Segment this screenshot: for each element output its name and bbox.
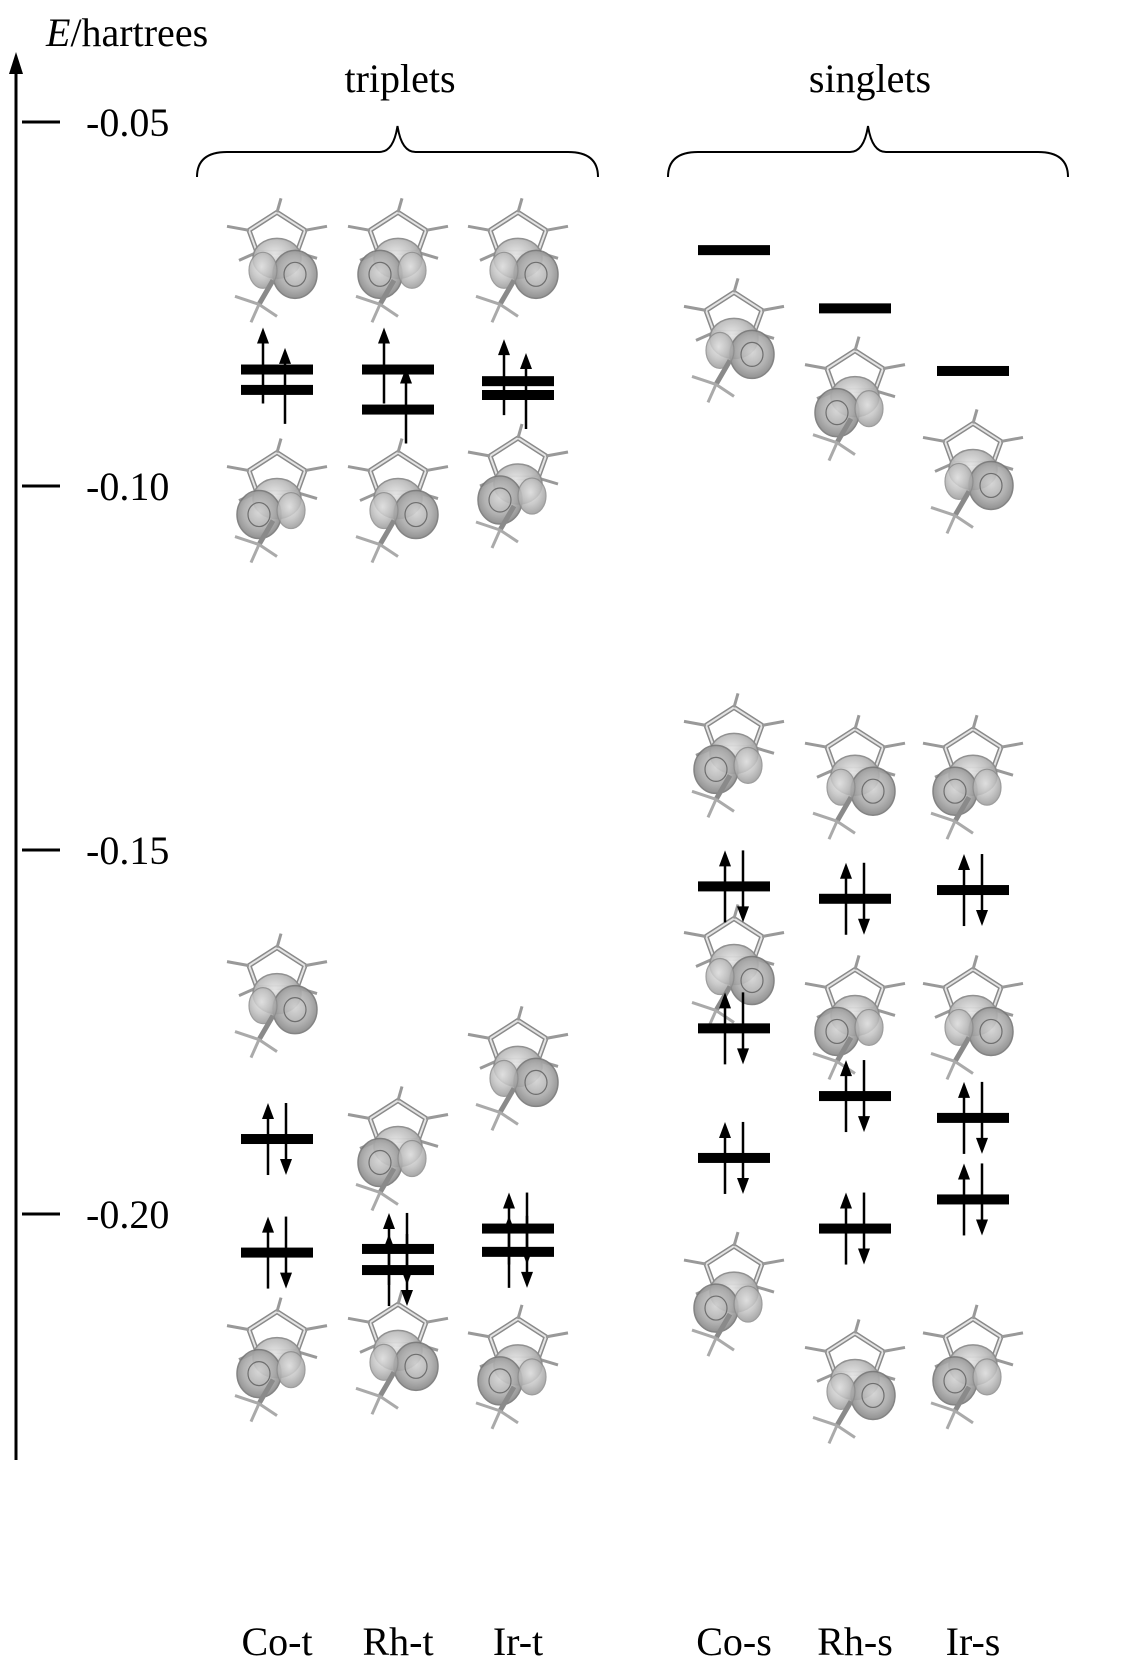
axis-tick-label: -0.05 bbox=[86, 100, 169, 145]
axis-tick-label: -0.10 bbox=[86, 464, 169, 509]
orbital-sketch bbox=[348, 198, 448, 322]
energy-level bbox=[241, 348, 313, 424]
orbital-sketch bbox=[805, 337, 905, 461]
orbital-sketch bbox=[348, 1290, 448, 1414]
orbital-sketch bbox=[684, 904, 784, 1028]
group-headers: triplets singlets bbox=[197, 56, 1068, 177]
orbital-sketch bbox=[227, 934, 327, 1058]
level-bar bbox=[937, 366, 1009, 376]
orbital-sketch bbox=[923, 409, 1023, 533]
orbital-sketch bbox=[923, 955, 1023, 1079]
level-bar bbox=[819, 1224, 891, 1234]
group-brace bbox=[197, 126, 598, 177]
orbital-sketch bbox=[348, 439, 448, 563]
column-label: Rh-s bbox=[817, 1619, 893, 1664]
column-labels: Co-t Rh-t Ir-t Co-s Rh-s Ir-s bbox=[241, 1619, 1000, 1664]
level-bar bbox=[937, 1113, 1009, 1123]
orbital-sketch bbox=[923, 1305, 1023, 1429]
orbital-sketch bbox=[227, 439, 327, 563]
axis-label-symbol: E bbox=[45, 10, 70, 55]
orbital-sketch bbox=[227, 198, 327, 322]
axis-arrowhead bbox=[9, 52, 23, 74]
energy-level bbox=[241, 1103, 313, 1175]
energy-level bbox=[819, 303, 891, 313]
level-bar bbox=[819, 894, 891, 904]
column-label: Ir-s bbox=[946, 1619, 1001, 1664]
axis-tick-label: -0.15 bbox=[86, 828, 169, 873]
energy-level bbox=[482, 353, 554, 429]
level-bar bbox=[937, 885, 1009, 895]
column-label: Co-s bbox=[696, 1619, 772, 1664]
level-bar bbox=[362, 1244, 434, 1254]
level-bar bbox=[819, 303, 891, 313]
level-bar bbox=[698, 1023, 770, 1033]
level-bar bbox=[819, 1091, 891, 1101]
level-bar bbox=[241, 385, 313, 395]
energy-level bbox=[241, 1217, 313, 1289]
orbital-sketch bbox=[805, 715, 905, 839]
energy-level bbox=[819, 863, 891, 935]
level-bar bbox=[362, 365, 434, 375]
level-bar bbox=[482, 1247, 554, 1257]
level-bar bbox=[241, 1134, 313, 1144]
orbital-sketch bbox=[348, 1086, 448, 1210]
orbital-sketch bbox=[468, 424, 568, 548]
level-bar bbox=[362, 1265, 434, 1275]
energy-level bbox=[698, 850, 770, 922]
orbital-sketch bbox=[805, 1319, 905, 1443]
energy-level bbox=[362, 328, 434, 404]
level-bar bbox=[241, 365, 313, 375]
level-bar bbox=[937, 1194, 1009, 1204]
orbital-sketch bbox=[805, 955, 905, 1079]
energy-level bbox=[698, 1122, 770, 1194]
level-bar bbox=[482, 376, 554, 386]
energy-level bbox=[937, 366, 1009, 376]
group-header-label: singlets bbox=[809, 56, 931, 101]
energy-level bbox=[698, 245, 770, 255]
energy-level bbox=[482, 339, 554, 415]
level-bar bbox=[482, 390, 554, 400]
level-bar bbox=[698, 881, 770, 891]
level-bar bbox=[698, 245, 770, 255]
energy-level bbox=[362, 368, 434, 444]
orbital-sketches bbox=[227, 198, 1023, 1443]
orbital-sketch bbox=[468, 1305, 568, 1429]
level-bar bbox=[362, 405, 434, 415]
column-label: Ir-t bbox=[493, 1619, 543, 1664]
group-brace bbox=[668, 126, 1068, 177]
group-header-label: triplets bbox=[344, 56, 455, 101]
energy-level bbox=[819, 1060, 891, 1132]
energy-axis: E/hartrees -0.05 -0.10 -0.15 -0.20 bbox=[9, 10, 208, 1460]
energy-level bbox=[819, 1193, 891, 1265]
orbital-sketch bbox=[684, 1232, 784, 1356]
level-bar bbox=[482, 1224, 554, 1234]
axis-label-unit: /hartrees bbox=[70, 10, 208, 55]
level-bar bbox=[241, 1248, 313, 1258]
orbital-sketch bbox=[684, 278, 784, 402]
level-bar bbox=[698, 1153, 770, 1163]
column-label: Rh-t bbox=[362, 1619, 433, 1664]
energy-level bbox=[937, 1163, 1009, 1235]
axis-tick-label: -0.20 bbox=[86, 1192, 169, 1237]
column-label: Co-t bbox=[241, 1619, 312, 1664]
orbital-sketch bbox=[468, 198, 568, 322]
orbital-sketch bbox=[468, 1006, 568, 1130]
orbital-sketch bbox=[684, 693, 784, 817]
orbital-sketch bbox=[227, 1298, 327, 1422]
energy-level bbox=[937, 1082, 1009, 1154]
energy-level bbox=[937, 854, 1009, 926]
axis-label: E/hartrees bbox=[45, 10, 208, 55]
orbital-sketch bbox=[923, 715, 1023, 839]
